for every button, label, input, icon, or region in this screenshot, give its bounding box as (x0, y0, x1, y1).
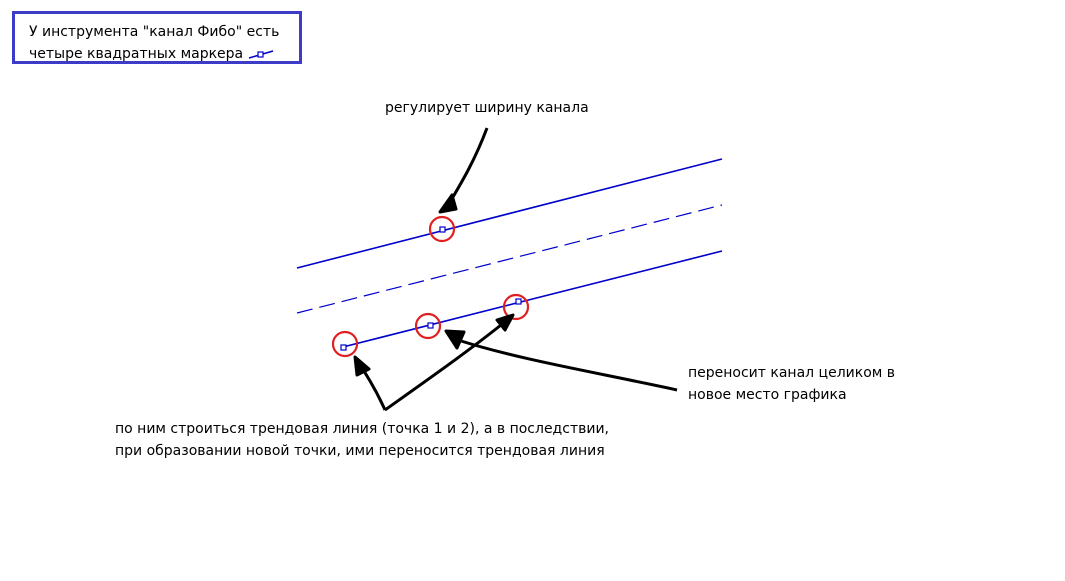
trend-line-annotation-line-2: при образовании новой точки, ими перенос… (115, 443, 605, 459)
channel-upper-line[interactable] (296, 158, 723, 269)
move-channel-annotation-line-2: новое место графика (688, 387, 847, 403)
trend-point-1-circle (331, 330, 359, 358)
arrow-trend-point-1 (353, 355, 387, 411)
channel-lower-line[interactable] (342, 250, 723, 348)
arrow-move-channel (444, 329, 678, 392)
move-channel-annotation: переносит канал целиком в новое место гр… (688, 362, 895, 406)
arrow-trend-point-2 (384, 313, 515, 412)
move-channel-marker[interactable] (515, 298, 522, 305)
width-annotation: регулирует ширину канала (385, 100, 589, 116)
channel-middle-dashed-line (296, 204, 723, 314)
info-box-line-2: четыре квадратных маркера (29, 43, 289, 65)
square-marker-icon (248, 50, 273, 59)
trend-point-1-marker[interactable] (340, 344, 347, 351)
trend-point-2-circle (414, 312, 442, 340)
trend-line-annotation-line-1: по ним строиться трендовая линия (точка … (115, 421, 609, 437)
trend-point-2-marker[interactable] (427, 322, 434, 329)
move-channel-circle (502, 293, 530, 321)
info-box-line-1: У инструмента "канал Фибо" есть (29, 24, 280, 40)
width-marker[interactable] (439, 226, 446, 233)
info-box-line-2-text: четыре квадратных маркера (29, 46, 244, 62)
trend-line-annotation: по ним строиться трендовая линия (точка … (115, 418, 609, 462)
width-marker-circle (428, 215, 456, 243)
info-box: У инструмента "канал Фибо" есть четыре к… (12, 11, 302, 64)
move-channel-annotation-line-1: переносит канал целиком в (688, 365, 896, 381)
arrow-width (438, 127, 489, 214)
